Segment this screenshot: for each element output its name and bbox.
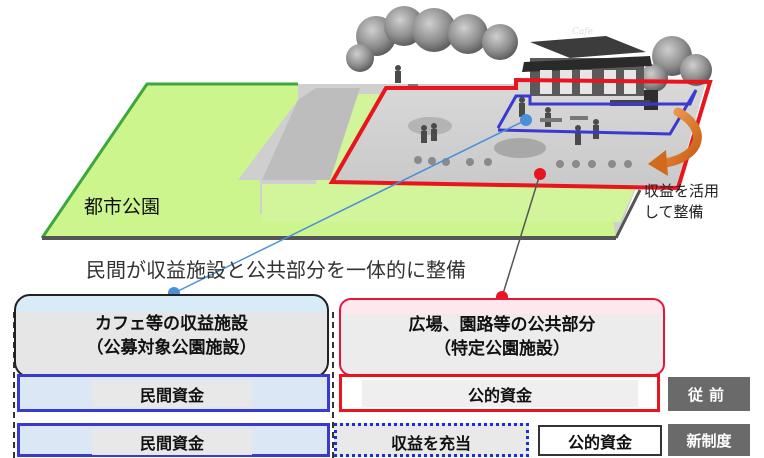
public-part-title: 広場、園路等の公共部分 xyxy=(408,315,596,335)
park-label: 都市公園 xyxy=(84,196,161,218)
curved-arrow-icon xyxy=(655,107,702,169)
revenue-facility-box: カフェ等の収益施設 （公募対象公園施設） xyxy=(14,294,329,378)
new-revenue-allocation-label: 収益を充当 xyxy=(390,434,471,453)
public-area-outline xyxy=(328,77,713,191)
revenue-facility-title: カフェ等の収益施設 xyxy=(95,314,248,334)
before-private-funds-label: 民間資金 xyxy=(92,380,252,407)
caption: 民間が収益施設と公共部分を一体的に整備 xyxy=(86,258,466,282)
new-revenue-allocation-cell xyxy=(334,423,529,457)
cafe-area-outline xyxy=(496,89,698,136)
cafe-connector-line xyxy=(173,119,527,294)
new-private-funds-label: 民間資金 xyxy=(92,429,252,455)
dashed-guide-left xyxy=(13,312,15,458)
new-public-funds-label: 公的資金 xyxy=(540,427,660,454)
public-connector-line xyxy=(501,173,541,298)
public-connector-dot xyxy=(534,168,546,180)
trees xyxy=(346,6,712,92)
public-part-box: 広場、園路等の公共部分 （特定公園施設） xyxy=(339,298,665,376)
new-system-tag: 新制度 xyxy=(668,424,750,456)
cafe-connector-dot xyxy=(520,114,532,126)
side-note-line-2: して整備 xyxy=(644,203,704,221)
cafe-sign-text: Cafe xyxy=(572,27,593,37)
public-part-subtitle: （特定公園施設） xyxy=(434,339,570,359)
revenue-facility-subtitle: （公募対象公園施設） xyxy=(86,338,257,358)
plaza-area xyxy=(332,80,706,188)
before-tag: 従前 xyxy=(668,377,750,411)
before-public-funds-label: 公的資金 xyxy=(362,380,638,407)
side-note: 収益を活用 して整備 xyxy=(644,181,719,223)
dashed-guide-middle xyxy=(332,312,334,458)
arrow-head-icon xyxy=(648,150,668,176)
side-note-line-1: 収益を活用 xyxy=(644,182,720,200)
